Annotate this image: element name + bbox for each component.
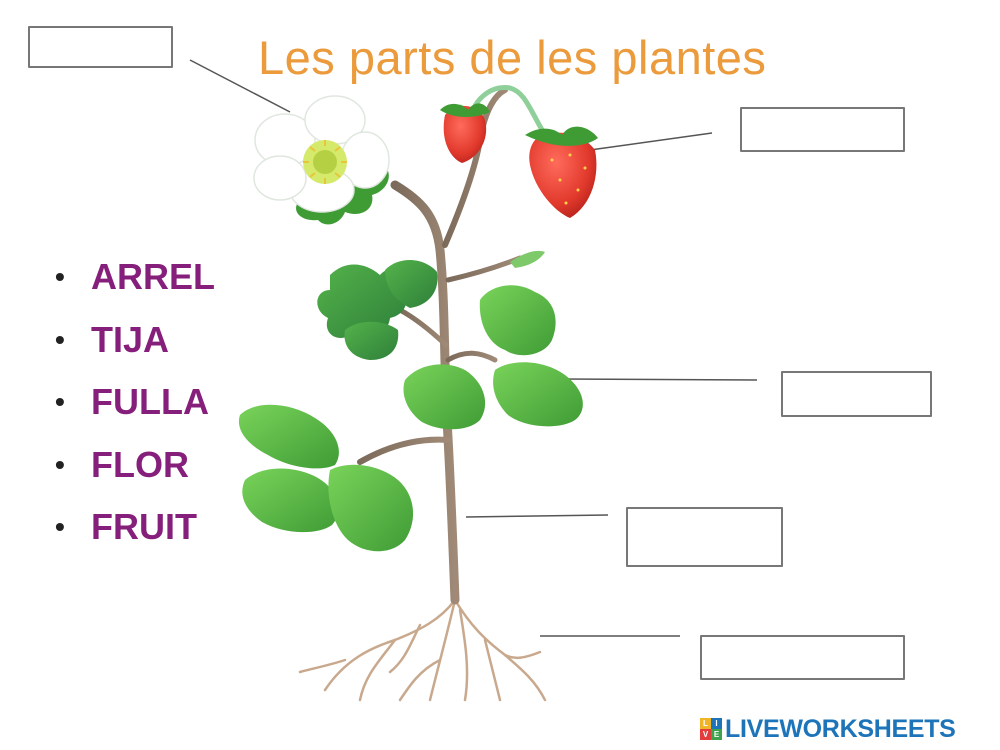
- label-leader-lines: [189, 59, 758, 637]
- bullet-icon: •: [55, 261, 65, 292]
- word-bank-item: • FLOR: [55, 440, 215, 503]
- fruit-leader-line: [589, 132, 713, 151]
- strawberry-fruit-large: [525, 126, 598, 218]
- bullet-icon: •: [55, 386, 65, 417]
- logo-mark-letter: V: [700, 729, 711, 740]
- answer-input-root[interactable]: [700, 635, 905, 680]
- word-bank-item: • ARREL: [55, 252, 215, 315]
- bullet-icon: •: [55, 323, 65, 355]
- leaf-cluster-right: [403, 285, 583, 430]
- word-bank-item: • FULLA: [55, 377, 215, 440]
- flower-leader-line: [189, 59, 291, 113]
- answer-input-leaf[interactable]: [781, 371, 932, 417]
- bullet-icon: •: [55, 448, 65, 480]
- logo-text: LIVEWORKSHEETS: [725, 714, 956, 743]
- logo-mark-letter: E: [711, 729, 722, 740]
- logo-mark-letter: I: [711, 718, 722, 729]
- word-bank-label: ARREL: [91, 256, 215, 297]
- liveworksheets-logo: L I V E LIVEWORKSHEETS: [700, 714, 956, 744]
- bullet-icon: •: [55, 511, 65, 542]
- answer-input-stem[interactable]: [626, 507, 783, 567]
- answer-input-flower[interactable]: [28, 26, 173, 68]
- flower-bud: [510, 250, 545, 268]
- stem-leader-line: [465, 514, 609, 518]
- word-bank-label: TIJA: [91, 318, 170, 360]
- leaf-cluster-upper-left: [317, 260, 438, 360]
- liveworksheets-logo-icon: L I V E: [700, 718, 722, 740]
- word-bank-item: • FRUIT: [55, 502, 215, 565]
- answer-input-fruit[interactable]: [740, 107, 905, 152]
- word-bank-label: FLOR: [91, 443, 189, 485]
- word-bank-list: • ARREL • TIJA • FULLA • FLOR • FRUIT: [55, 252, 215, 565]
- strawberry-flower: [253, 95, 390, 225]
- roots: [298, 598, 547, 702]
- leaf-leader-line: [559, 378, 758, 381]
- word-bank-item: • TIJA: [55, 315, 215, 378]
- worksheet-title: Les parts de les plantes: [258, 31, 767, 84]
- leaf-cluster-lower-left: [238, 404, 414, 552]
- word-bank-label: FRUIT: [91, 506, 197, 547]
- word-bank-label: FULLA: [91, 381, 209, 422]
- strawberry-fruit-small: [440, 103, 490, 163]
- logo-mark-letter: L: [700, 718, 711, 729]
